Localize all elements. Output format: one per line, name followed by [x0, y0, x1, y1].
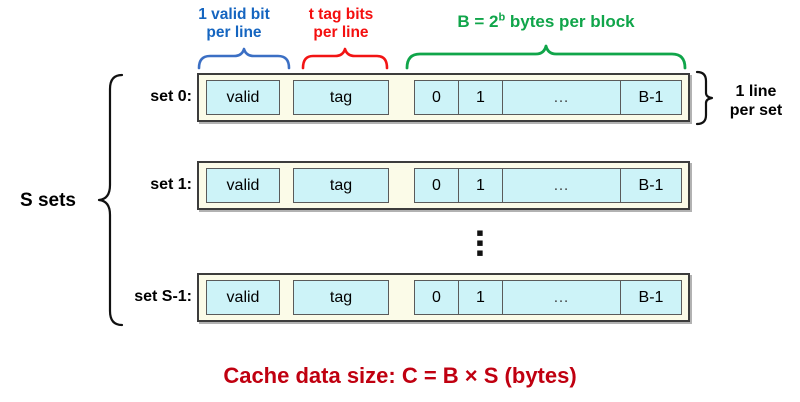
one-line-per-set-label: 1 line per set	[729, 83, 783, 120]
data-block: 0 1 … B-1	[414, 80, 682, 115]
tag-cell: tag	[293, 280, 389, 315]
vertical-ellipsis-dot: ▪	[476, 230, 484, 255]
cache-line-row: valid tag 0 1 … B-1	[197, 73, 690, 122]
cache-line-row: valid tag 0 1 … B-1	[197, 161, 690, 210]
tag-cell: tag	[293, 80, 389, 115]
data-byte-cell-1: 1	[459, 281, 503, 314]
s-sets-label: S sets	[20, 190, 76, 211]
set-label-0: set 0:	[150, 88, 192, 105]
vertical-ellipsis-dot: ▪	[476, 240, 484, 265]
data-byte-cell-1: 1	[459, 169, 503, 202]
vertical-ellipsis: ▪ ▪ ▪	[468, 220, 492, 265]
s-sets-brace	[97, 73, 124, 327]
data-byte-cell-0: 0	[415, 281, 459, 314]
data-byte-cell-last: B-1	[638, 88, 664, 106]
data-block: 0 1 … B-1	[414, 280, 682, 315]
data-byte-cell-ellipsis: …	[503, 169, 621, 202]
cache-data-size-caption: Cache data size: C = B × S (bytes)	[223, 363, 577, 388]
tag-bits-brace	[301, 47, 389, 70]
block-bytes-brace	[405, 44, 687, 70]
data-block: 0 1 … B-1	[414, 168, 682, 203]
block-bytes-prefix: B = 2	[457, 12, 499, 31]
block-bytes-annotation-label: B = 2b bytes per block	[398, 12, 694, 32]
data-byte-cell-ellipsis: …	[503, 81, 621, 114]
data-byte-cell-ellipsis: …	[503, 281, 621, 314]
set-label-1: set 1:	[150, 176, 192, 193]
vertical-ellipsis-dot: ▪	[476, 220, 484, 245]
tag-cell: tag	[293, 168, 389, 203]
valid-bit-annotation-label: 1 valid bit per line	[198, 6, 270, 42]
valid-bit-brace	[197, 47, 291, 70]
block-bytes-suffix: bytes per block	[505, 12, 635, 31]
one-line-per-set-brace	[695, 70, 714, 126]
data-byte-cell-1: 1	[459, 81, 503, 114]
tag-bits-annotation-label: t tag bits per line	[308, 6, 374, 42]
valid-bit-cell: valid	[206, 168, 280, 203]
data-byte-cell-0: 0	[415, 169, 459, 202]
data-byte-cell-last: B-1	[638, 176, 664, 194]
set-label-2: set S-1:	[134, 288, 192, 305]
valid-bit-cell: valid	[206, 280, 280, 315]
block-bytes-exponent: b	[498, 11, 506, 24]
valid-bit-cell: valid	[206, 80, 280, 115]
data-byte-cell-last: B-1	[638, 288, 664, 306]
data-byte-cell-0: 0	[415, 81, 459, 114]
cache-line-row: valid tag 0 1 … B-1	[197, 273, 690, 322]
